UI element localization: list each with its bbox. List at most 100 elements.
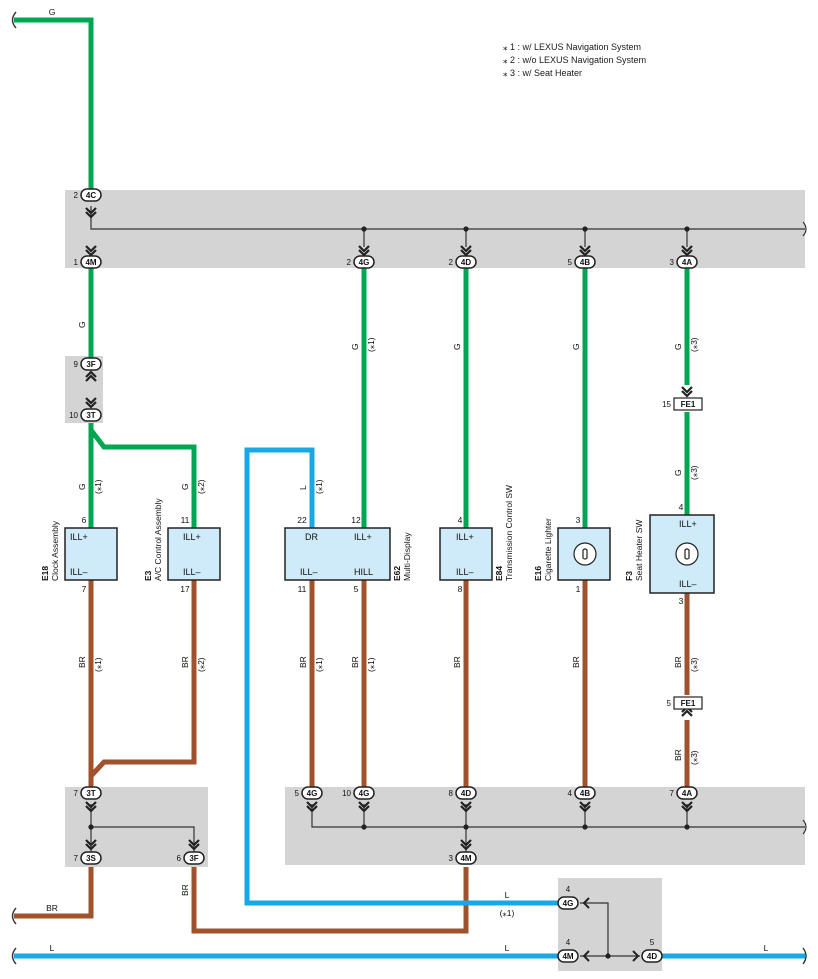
- conn-code-fe1-top: FE1: [681, 400, 696, 409]
- e84-name: Transmission Control SW: [504, 485, 514, 581]
- conn-code-4m-4: 4M: [562, 952, 573, 961]
- wire-note3-4a: (⁎3): [689, 337, 699, 352]
- wire-note3-br-f3: (⁎3): [689, 657, 699, 672]
- e62-term-hill: HILL: [354, 567, 373, 577]
- e84-id: E84: [494, 566, 504, 581]
- notes-legend: ⁎ 1 : w/ LEXUS Navigation System ⁎ 2 : w…: [503, 41, 646, 80]
- conn-pin-fe1-top: 15: [662, 400, 671, 409]
- wire-br-3f-6: BR: [180, 884, 190, 896]
- wire-br-e62-illm: BR: [298, 656, 308, 668]
- connector-chevrons: [84, 206, 694, 962]
- conn-code-4b-top: 4B: [580, 258, 590, 267]
- e18-term-top: ILL+: [70, 532, 88, 542]
- conn-code-3t-7: 3T: [86, 789, 95, 798]
- conn-code-3f-6: 3F: [189, 854, 198, 863]
- junction-dots: [88, 226, 690, 959]
- connector-ovals: [80, 188, 698, 963]
- e84-pin-bottom: 8: [458, 584, 463, 594]
- wire-note2-br-e3: (⁎2): [196, 657, 206, 672]
- conn-pin-4d-5: 5: [650, 938, 655, 947]
- seat-heater-lamp-icon: [675, 542, 699, 566]
- e62-pin-hill: 5: [354, 584, 359, 594]
- wire-g-top: G: [49, 7, 56, 17]
- wire-note2-e3: (⁎2): [196, 479, 206, 494]
- conn-pin-4m-top: 1: [74, 258, 79, 267]
- e18-pin-top: 6: [82, 515, 87, 525]
- e62-name: Multi-Display: [402, 532, 412, 581]
- conn-code-4g-5: 4G: [307, 789, 318, 798]
- conn-code-4g-10: 4G: [359, 789, 370, 798]
- conn-pin-4g-top: 2: [347, 258, 352, 267]
- wire-l-4g-4: L: [505, 890, 510, 900]
- note-3: ⁎ 3 : w/ Seat Heater: [503, 68, 583, 78]
- conn-code-4m-top: 4M: [85, 258, 96, 267]
- e62-term-illp: ILL+: [354, 532, 372, 542]
- wire-br-e62-hill: BR: [350, 656, 360, 668]
- conn-pin-3t-7: 7: [74, 789, 79, 798]
- conn-code-4a-7: 4A: [682, 789, 692, 798]
- wire-l-bottom-mid: L: [505, 943, 510, 953]
- wire-g-e3: G: [180, 483, 190, 490]
- junction-block-bottom-right: [285, 787, 805, 865]
- f3-name: Seat Heater SW: [634, 520, 644, 581]
- e62-id: E62: [392, 566, 402, 581]
- wire-g-clock-top: G: [77, 321, 87, 328]
- conn-pin-3f-6: 6: [177, 854, 182, 863]
- e16-pin-top: 3: [576, 515, 581, 525]
- wire-note1-e18: (⁎1): [93, 479, 103, 494]
- e62-term-dr: DR: [305, 532, 318, 542]
- wire-br-e18: BR: [77, 656, 87, 668]
- conn-code-4g-4: 4G: [563, 899, 574, 908]
- green-wires: [14, 17, 690, 528]
- e3-name: A/C Control Assembly: [153, 498, 163, 581]
- e18-name: Clock Assembly: [50, 520, 60, 581]
- wire-l-bottom-right: L: [764, 943, 769, 953]
- conn-code-4b-4: 4B: [580, 789, 590, 798]
- wire-note1-br-e62-hill: (⁎1): [366, 657, 376, 672]
- wire-g-e18: G: [77, 483, 87, 490]
- e18-id: E18: [40, 566, 50, 581]
- f3-term-bottom: ILL–: [679, 579, 697, 589]
- lamp-symbols: [573, 542, 699, 566]
- blue-wires: [14, 447, 805, 959]
- wire-end-br-left: [11, 907, 17, 925]
- conn-pin-4m-4: 4: [566, 938, 571, 947]
- wire-br-e84: BR: [452, 656, 462, 668]
- e62-pin-illm: 11: [298, 584, 307, 594]
- conn-pin-4b-4: 4: [568, 789, 573, 798]
- wire-l-bottom-left: L: [50, 943, 55, 953]
- e62-term-illm: ILL–: [300, 567, 318, 577]
- e62-pin-dr: 22: [297, 515, 307, 525]
- wire-br-f3: BR: [673, 656, 683, 668]
- conn-code-3f-9: 3F: [86, 360, 95, 369]
- wire-g-4b: G: [571, 343, 581, 350]
- wire-br-bottom-left: BR: [46, 903, 58, 913]
- wire-end-l-right: [802, 947, 807, 965]
- conn-code-4g-top: 4G: [359, 258, 370, 267]
- wire-br-f3-lower: BR: [673, 749, 683, 761]
- conn-pin-3s-7: 7: [74, 854, 79, 863]
- e16-id: E16: [533, 566, 543, 581]
- e3-pin-top: 11: [181, 515, 190, 525]
- lighter-lamp-icon: [573, 542, 597, 566]
- wire-l-e62: L: [298, 485, 308, 490]
- conn-code-4a-top: 4A: [682, 258, 692, 267]
- f3-id: F3: [624, 571, 634, 581]
- component-boxes: [64, 514, 715, 594]
- conn-pin-4b-top: 5: [568, 258, 573, 267]
- conn-code-fe1-bot: FE1: [681, 699, 696, 708]
- conn-pin-4m-3: 3: [449, 854, 454, 863]
- e62-pin-illp: 12: [351, 515, 361, 525]
- wire-note1-4g: (⁎1): [366, 337, 376, 352]
- f3-pin-bottom: 3: [679, 596, 684, 606]
- e16-name: Cigarette Lighter: [543, 518, 553, 581]
- conn-pin-4g-4: 4: [566, 885, 571, 894]
- fe1-connectors: [673, 397, 703, 710]
- conn-pin-4a-top: 3: [670, 258, 675, 267]
- conn-code-4d-8: 4D: [461, 789, 471, 798]
- conn-code-4d-5: 4D: [647, 952, 657, 961]
- note-1: ⁎ 1 : w/ LEXUS Navigation System: [503, 42, 642, 52]
- conn-pin-3t-10: 10: [69, 411, 78, 420]
- wire-br-e3: BR: [180, 656, 190, 668]
